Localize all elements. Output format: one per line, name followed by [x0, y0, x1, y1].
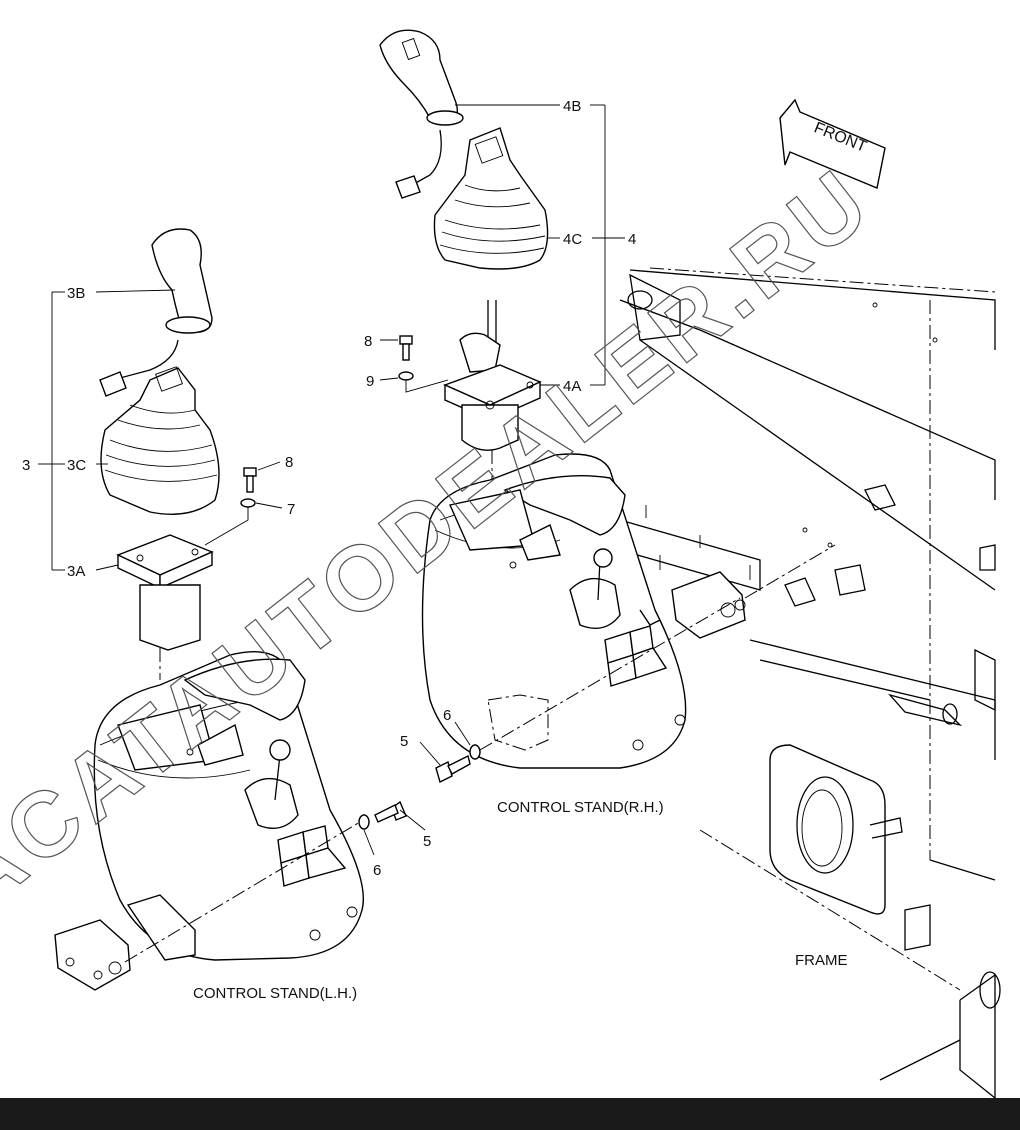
- parts-diagram: FRONT: [0, 29, 1001, 1099]
- callout-9: 9: [366, 373, 374, 390]
- callout-5-right: 5: [400, 733, 408, 750]
- washer-6-right: [469, 744, 481, 760]
- leader-lines: [38, 104, 625, 856]
- washer-7-left: [204, 498, 256, 546]
- left-control-stand: [93, 651, 365, 961]
- callout-3B: 3B: [67, 285, 85, 302]
- bottom-bar: [0, 1098, 1020, 1130]
- right-joystick-grip: [379, 29, 464, 199]
- callout-4A: 4A: [563, 378, 581, 395]
- callout-6-right: 6: [443, 707, 451, 724]
- bolt-5-left: [374, 800, 407, 823]
- caption-control-stand-rh: CONTROL STAND(R.H.): [497, 799, 664, 816]
- washer-9-right: [398, 371, 449, 393]
- callout-4C: 4C: [563, 231, 582, 248]
- callout-6-left: 6: [373, 862, 381, 879]
- callout-8-left: 8: [285, 454, 293, 471]
- watermark-text: ACATAUTODEALER.RU: [0, 149, 890, 931]
- callout-3C: 3C: [67, 457, 86, 474]
- callout-4: 4: [628, 231, 636, 248]
- callout-3: 3: [22, 457, 30, 474]
- bolt-8-left: [243, 467, 257, 493]
- right-valve-body: [443, 300, 542, 451]
- left-joystick-grip: [99, 228, 213, 397]
- callout-8-right: 8: [364, 333, 372, 350]
- bolt-8-right: [399, 335, 413, 361]
- caption-frame: FRAME: [795, 952, 848, 969]
- washer-6-left: [358, 814, 370, 830]
- right-mount-bracket: [671, 571, 746, 639]
- callout-3A: 3A: [67, 563, 85, 580]
- left-joystick-boot: [100, 366, 220, 515]
- right-control-stand: [421, 453, 687, 769]
- callout-5-left: 5: [423, 833, 431, 850]
- caption-control-stand-lh: CONTROL STAND(L.H.): [193, 985, 357, 1002]
- left-mount-bracket: [54, 894, 196, 991]
- frame-assembly: [619, 267, 1001, 1099]
- bolt-5-right: [435, 754, 471, 784]
- exploded-view-svg: FRONT: [0, 29, 1001, 1099]
- callout-7: 7: [287, 501, 295, 518]
- callout-4B: 4B: [563, 98, 581, 115]
- left-valve-body: [116, 534, 214, 651]
- right-joystick-boot: [433, 127, 549, 270]
